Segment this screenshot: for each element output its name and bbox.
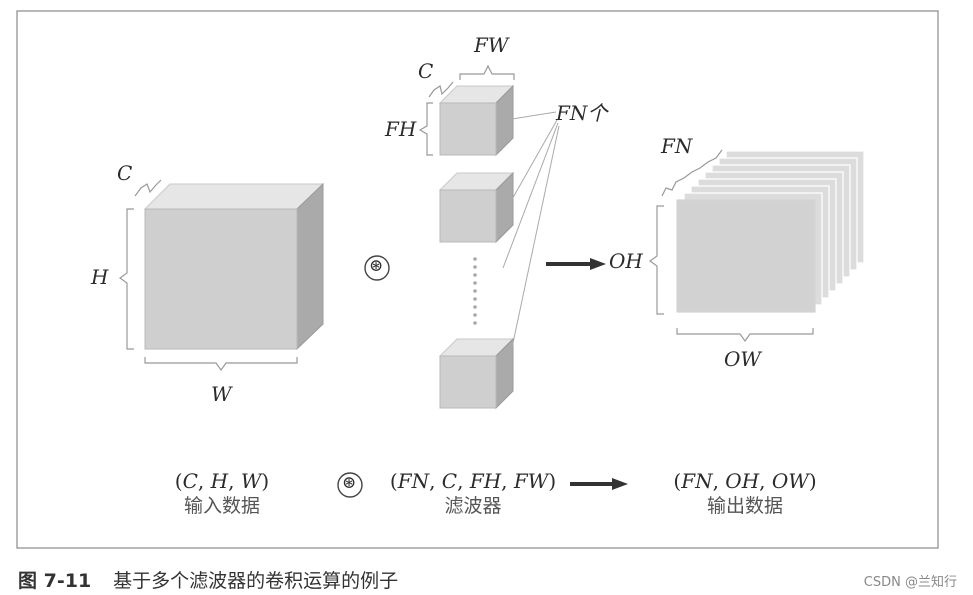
filter-c-brace (428, 81, 454, 98)
input-cube (143, 182, 325, 351)
output-ow-label: OW (724, 347, 761, 371)
filter-cube-1 (438, 84, 515, 157)
conv-symbol-circle (364, 255, 390, 281)
output-ow-brace (676, 328, 814, 343)
filter-cube-3 (438, 337, 515, 410)
filter-c-label: C (418, 59, 434, 83)
bottom-arrow (570, 478, 628, 490)
filter-fh-brace (418, 102, 433, 156)
filter-caption: 滤波器 (444, 495, 502, 517)
input-h-brace (118, 208, 134, 350)
input-shape-tuple: (C, H, W) (174, 469, 270, 493)
input-h-label: H (91, 265, 109, 289)
output-fn-label: FN (661, 134, 693, 158)
output-stack (676, 150, 865, 313)
conv-symbol-circle-bottom (337, 472, 363, 498)
output-fn-brace (661, 149, 723, 197)
filter-fh-label: FH (385, 117, 417, 141)
input-data-caption: 输入数据 (183, 495, 260, 517)
input-c-label: C (117, 161, 133, 185)
figure-caption: 图 7-11 基于多个滤波器的卷积运算的例子 (18, 566, 398, 593)
filter-ellipsis (473, 257, 477, 325)
conv-symbol-bottom: ⊛ (342, 473, 357, 493)
watermark: CSDN @兰知行 (863, 575, 957, 590)
input-c-brace (134, 179, 162, 197)
output-shape-tuple: (FN, OH, OW) (673, 469, 817, 493)
conv-symbol: ⊛ (369, 256, 384, 276)
output-oh-label: OH (609, 249, 643, 273)
diagram-arrow (546, 258, 606, 270)
figure-title: 基于多个滤波器的卷积运算的例子 (113, 570, 399, 592)
filter-cube-2 (438, 171, 515, 244)
output-data-caption: 输出数据 (706, 495, 783, 517)
filter-fw-label: FW (474, 33, 509, 57)
input-w-brace (144, 357, 298, 372)
fn-leader-lines (502, 111, 560, 377)
figure-number: 图 7-11 (18, 570, 92, 592)
input-w-label: W (211, 382, 232, 406)
filter-count-label: FN个 (556, 101, 608, 125)
filter-fw-brace (459, 64, 515, 80)
output-oh-brace (648, 205, 664, 315)
filter-shape-tuple: (FN, C, FH, FW) (389, 469, 557, 493)
figure-frame (16, 10, 939, 549)
